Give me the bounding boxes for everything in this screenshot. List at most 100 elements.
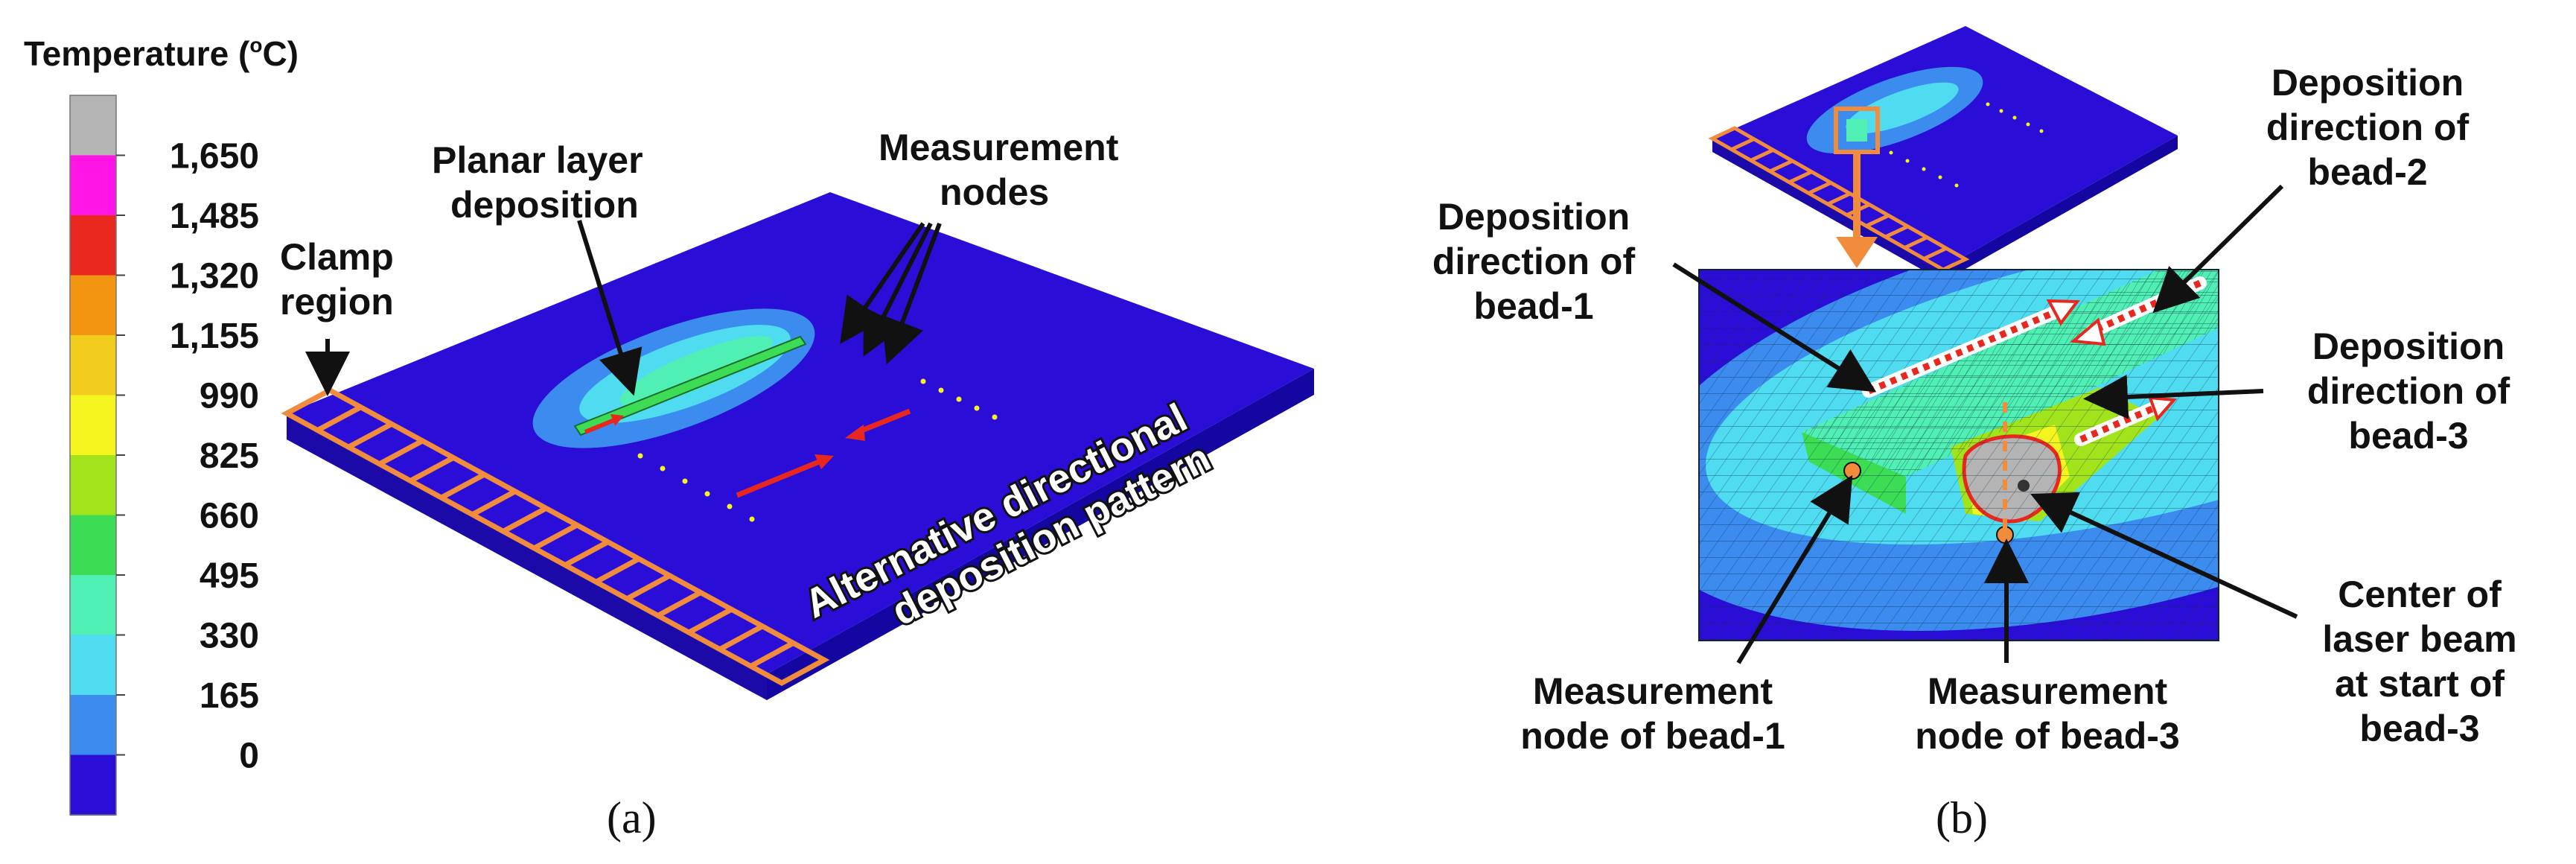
mini-contour-inner: [1846, 82, 1959, 134]
clamp-region: [281, 387, 830, 686]
legend-tick-label: 825: [200, 436, 259, 476]
bead3-label-line3: bead-3: [2348, 415, 2468, 457]
mini-clamp-rib: [1769, 159, 1794, 174]
meas-pointer-1: [840, 222, 925, 344]
legend-swatch: [70, 155, 116, 216]
clamp-rib: [502, 506, 548, 534]
mini-plate-top: [1712, 26, 2178, 268]
zoom-box-inner: [1846, 119, 1867, 142]
panel-a-labels: Clamp region Planar layer deposition Mea…: [280, 127, 1119, 323]
mini-dot: [1986, 102, 1990, 107]
measurement-dot: [704, 491, 710, 497]
mini-dot: [1938, 175, 1942, 180]
legend-tick-label: 660: [200, 497, 259, 536]
bead1-label-line2: direction of: [1432, 241, 1636, 282]
plate-side-face: [767, 369, 1314, 700]
clamp-rib: [657, 590, 702, 618]
mn1-pointer: [1736, 474, 1853, 664]
measurement-node-bead-3: [1996, 526, 2014, 544]
measurement-dot: [727, 504, 733, 509]
legend-swatch: [70, 215, 116, 276]
mini-clamp-rib: [1788, 170, 1813, 184]
mini-clamp-rib: [1826, 191, 1852, 206]
mini-dot: [2026, 122, 2030, 127]
caption-a: (a): [607, 793, 657, 842]
bead1-label-line3: bead-1: [1473, 285, 1593, 327]
clamp-rib: [471, 489, 517, 517]
mini-dot: [1922, 167, 1926, 171]
planar-pointer: [577, 220, 643, 396]
mini-dot: [1999, 109, 2003, 113]
bead2-arrowhead: [2070, 317, 2106, 346]
mini-dot: [2012, 115, 2017, 120]
panel-b-labels: Deposition direction of bead-1 Depositio…: [1432, 62, 2517, 757]
measurement-label-line1: Measurement: [879, 127, 1119, 168]
laser-pointer: [2030, 492, 2298, 619]
panel-b-pointers: [1672, 184, 2298, 664]
zoom-box: [1834, 107, 1880, 154]
legend-swatch: [70, 95, 116, 156]
bead1-arrow: [1862, 302, 2069, 398]
measurement-dot: [974, 405, 980, 411]
laser-label-line4: bead-3: [2359, 708, 2479, 749]
measurement-dot: [920, 378, 926, 384]
legend-swatch: [70, 515, 116, 576]
clamp-frame: [281, 387, 830, 686]
legend-tick-label: 1,485: [170, 197, 259, 236]
direction-arrow-1: [736, 457, 824, 498]
annotation-pointers: [305, 220, 942, 396]
mini-clamp-rib: [1865, 214, 1890, 228]
mini-clamp-rib: [1884, 224, 1909, 239]
mini-clamp-rib: [1730, 137, 1755, 151]
direction-arrow-1-head: [814, 454, 834, 469]
legend-tick-label: 1,650: [170, 137, 259, 177]
bead3-label-line2: direction of: [2307, 370, 2510, 412]
legend-tick-label: 330: [200, 617, 259, 656]
laser-center-dot: [2018, 480, 2030, 492]
bead2-pointer: [2152, 184, 2284, 314]
mini-plate-front: [1712, 139, 1943, 282]
measurement-node-dots: [637, 378, 998, 522]
clamp-ribs: [316, 404, 795, 669]
bead3-arrow-dashes: [2079, 402, 2161, 443]
legend-colorbar: [69, 95, 117, 816]
clamp-rib: [718, 623, 764, 652]
mini-clamp-ribs: [1730, 137, 1948, 261]
measurement-label-line2: nodes: [940, 171, 1049, 213]
mini-plate-side: [1943, 136, 2178, 282]
track-red-arrowhead: [610, 414, 624, 426]
measurement-node-bead-1: [1843, 462, 1861, 480]
clamp-rib: [687, 607, 733, 635]
clamp-rib: [316, 404, 363, 433]
bead2-label-line3: bead-2: [2307, 151, 2427, 193]
deposited-track: [573, 335, 807, 436]
plate-top-face: [287, 192, 1314, 674]
mn3-label-line1: Measurement: [1928, 670, 2168, 712]
clamp-rib: [378, 438, 424, 466]
overview-plate: [1708, 26, 2178, 282]
zoom-arrowhead: [1836, 237, 1878, 268]
clamp-label-line1: Clamp: [280, 236, 394, 278]
bead1-label-line1: Deposition: [1438, 196, 1630, 238]
legend-tick-label: 0: [239, 737, 259, 776]
direction-arrow-2-head: [845, 425, 865, 441]
planar-label-line1: Planar layer: [432, 139, 643, 181]
legend-tick-label: 495: [200, 556, 259, 596]
direction-arrow-2: [855, 408, 911, 436]
bead1-arrow-body: [1862, 302, 2069, 398]
bead1-pointer: [1672, 262, 1877, 393]
planar-label-line2: deposition: [450, 184, 639, 226]
clamp-label-line2: region: [280, 281, 394, 323]
measurement-dot: [749, 516, 755, 522]
clamp-rib: [594, 556, 640, 585]
legend-swatch: [70, 335, 116, 396]
bead2-arrow-dashes: [2091, 279, 2202, 335]
clamp-rib: [532, 522, 578, 551]
legend-tick-label: 165: [200, 676, 259, 716]
contour-inner: [619, 336, 773, 406]
bead3-arrowhead: [2148, 396, 2178, 422]
measurement-dot: [660, 466, 666, 471]
mini-measurement-dots: [1889, 102, 2044, 188]
legend-swatch: [70, 275, 116, 336]
